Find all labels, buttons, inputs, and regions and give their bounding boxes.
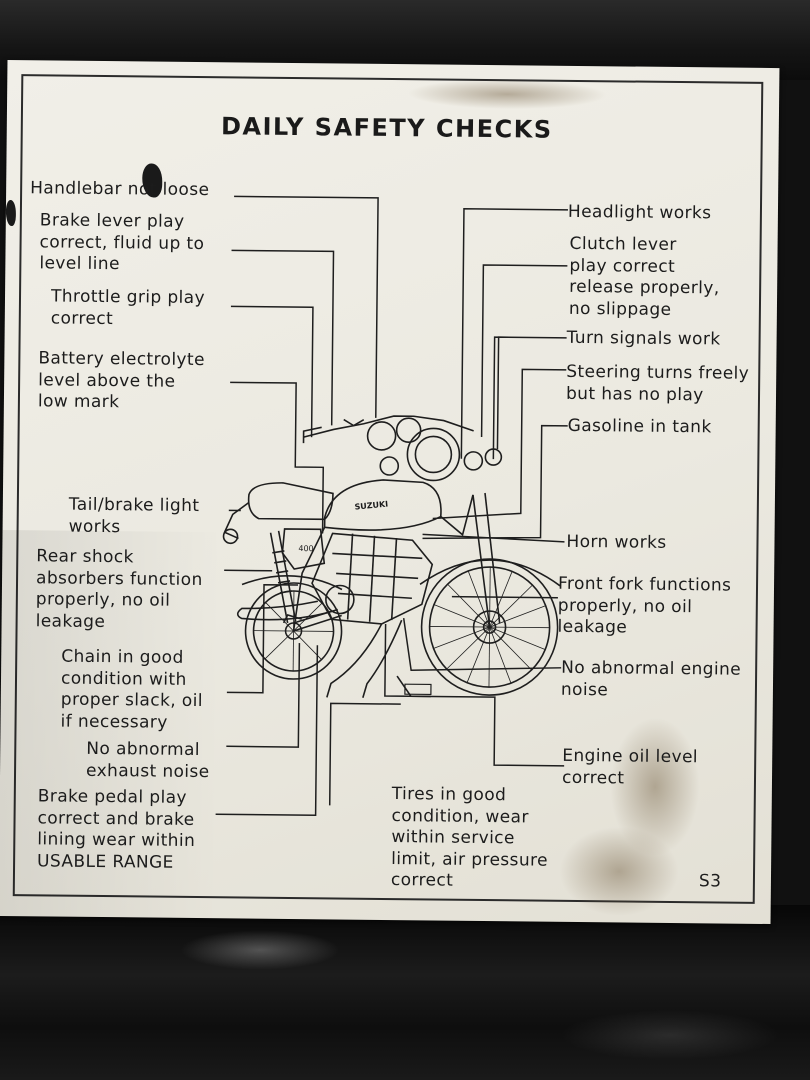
leader-horn	[422, 533, 565, 543]
seat	[247, 482, 334, 521]
brake-pedal	[282, 613, 302, 624]
rear-wheel	[244, 582, 343, 680]
turn-signal	[463, 451, 484, 471]
side-cover-badge: 400	[298, 544, 313, 553]
fuel-tank	[323, 479, 442, 531]
front-fender	[419, 559, 561, 587]
metal-glint	[560, 1010, 780, 1060]
label-headlight: Headlight works	[567, 201, 712, 224]
headlight	[406, 427, 461, 482]
leader-steering	[432, 368, 567, 520]
leader-handlebar	[234, 195, 379, 418]
label-steering: Steering turns freely but has no play	[565, 361, 750, 405]
engine	[311, 532, 434, 625]
label-engine-noise: No abnormal engine noise	[560, 657, 742, 700]
frame	[292, 526, 326, 632]
label-gasoline: Gasoline in tank	[567, 415, 712, 438]
leader-throttle	[230, 305, 314, 438]
leader-brake-pedal	[215, 645, 319, 817]
rear-fender	[241, 575, 343, 591]
logo-box	[404, 683, 432, 696]
label-brake-pedal: Brake pedal play correct and brake linin…	[37, 786, 196, 873]
leader-rear-shock	[224, 569, 273, 572]
leader-lines	[215, 195, 568, 817]
exhaust	[236, 600, 332, 621]
leader-engine-noise	[402, 618, 562, 672]
leader-engine-oil	[384, 623, 565, 767]
label-horn: Horn works	[566, 531, 667, 553]
clutch-cover	[325, 584, 355, 615]
leader-battery	[230, 381, 325, 534]
speedometer	[366, 421, 397, 451]
label-battery: Battery electrolyte level above the low …	[37, 348, 205, 413]
tail-section	[223, 501, 250, 540]
leader-chain	[226, 583, 299, 694]
front-wheel	[420, 558, 559, 696]
motorcycle-drawing	[222, 415, 561, 698]
leader-tires	[328, 702, 401, 806]
label-chain: Chain in good condition with proper slac…	[60, 646, 204, 733]
label-brake-lever: Brake lever play correct, fluid up to le…	[39, 210, 205, 275]
rear-shock	[269, 532, 289, 624]
leader-turn-signals	[492, 336, 567, 460]
safety-sticker: SUZUKI 400 DAILY SAFETY CHECKS	[0, 59, 780, 925]
label-tires: Tires in good condition, wear within ser…	[390, 784, 549, 891]
metal-glint	[180, 930, 340, 970]
tail-light	[222, 528, 239, 545]
swing-arm	[293, 614, 342, 632]
leader-clutch-lever	[480, 264, 568, 437]
label-turn-signals: Turn signals work	[566, 327, 721, 350]
handlebar	[303, 415, 474, 438]
sticker-code: S3	[698, 871, 722, 892]
label-handlebar: Handlebar not loose	[30, 178, 210, 201]
leader-front-fork	[451, 595, 558, 599]
background-bottom	[0, 905, 810, 1080]
label-rear-shock: Rear shock absorbers function properly, …	[35, 546, 203, 632]
leader-headlight	[460, 208, 568, 459]
tank-badge: SUZUKI	[354, 499, 388, 511]
label-front-fork: Front fork functions properly, no oil le…	[557, 573, 732, 638]
tachometer	[395, 417, 422, 444]
leader-brake-lever	[231, 249, 335, 426]
label-clutch-lever: Clutch lever play correct release proper…	[568, 233, 720, 320]
leader-gasoline	[422, 424, 568, 540]
label-tail-brake-light: Tail/brake light works	[68, 494, 200, 537]
label-engine-oil: Engine oil level correct	[561, 745, 699, 788]
center-stand	[396, 675, 431, 698]
front-fork	[472, 494, 491, 628]
diagram-svg: SUZUKI 400	[215, 195, 568, 817]
label-exhaust-noise: No abnormal exhaust noise	[85, 738, 210, 782]
label-throttle-grip: Throttle grip play correct	[50, 286, 206, 329]
leader-exhaust	[226, 643, 301, 748]
